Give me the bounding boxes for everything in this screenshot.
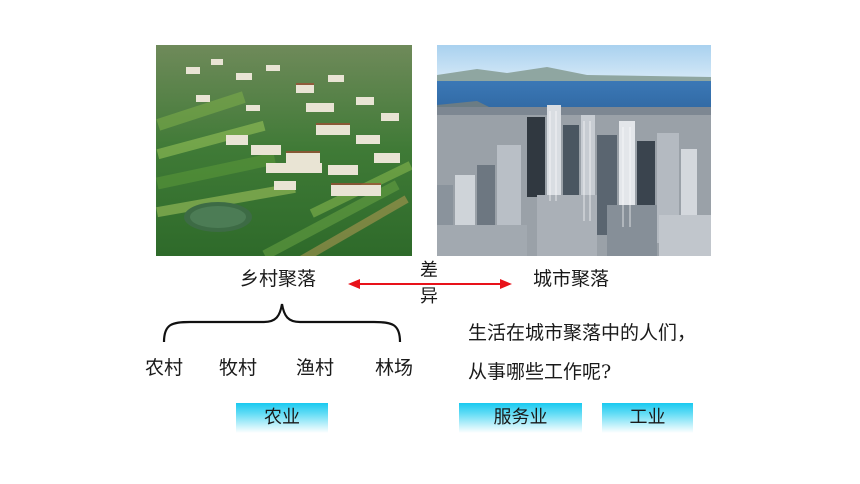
rural-type-forest-farm: 林场: [375, 357, 414, 379]
difference-label: 差 异: [418, 258, 440, 310]
urban-settlement-photo: [437, 45, 711, 256]
question-line-1: 生活在城市聚落中的人们，: [468, 322, 697, 344]
rural-type-herding-village: 牧村: [219, 357, 258, 379]
difference-char: 异: [420, 286, 438, 307]
service-industry-tag[interactable]: 服务业: [459, 403, 582, 433]
industry-tag[interactable]: 工业: [602, 403, 693, 433]
question-line-2: 从事哪些工作呢?: [468, 361, 612, 383]
rural-settlement-photo: [156, 45, 412, 256]
double-arrow-icon: [348, 276, 512, 292]
rural-type-farming-village: 农村: [145, 357, 184, 379]
urban-settlement-caption: 城市聚落: [533, 268, 610, 290]
rural-settlement-caption: 乡村聚落: [240, 268, 317, 290]
difference-char: 差: [420, 260, 438, 281]
agriculture-tag[interactable]: 农业: [236, 403, 328, 433]
rural-type-fishing-village: 渔村: [296, 357, 335, 379]
curly-brace-icon: [160, 302, 404, 346]
